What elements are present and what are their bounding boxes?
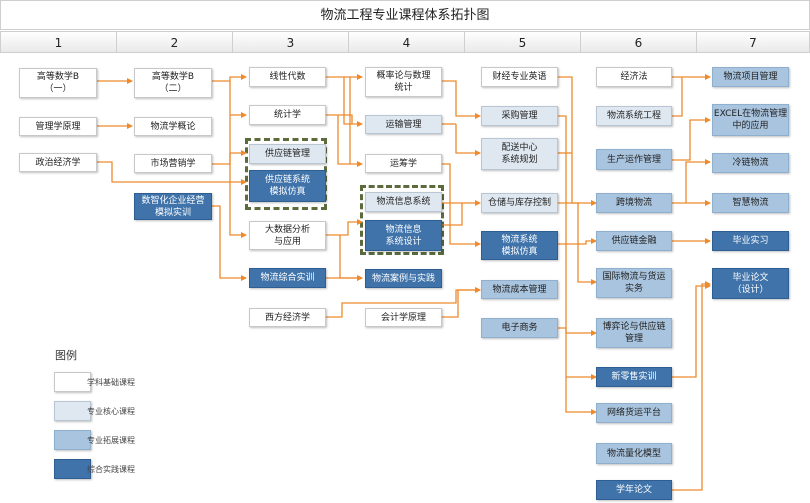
edge-caijing-kuajing	[558, 76, 597, 206]
course-xianxing[interactable]: 线性代数	[249, 67, 326, 87]
course-peisong[interactable]: 配送中心 系统规划	[481, 138, 558, 170]
edge-yunchou-wlxtfz	[442, 163, 481, 247]
edge-gaoshu2-dashuju	[229, 115, 247, 238]
course-boyi[interactable]: 博弈论与供应链 管理	[596, 318, 672, 348]
edge-zhengzhi-gylfz	[97, 161, 247, 185]
edge-xinls-biyelunwen	[672, 283, 711, 378]
edge-gaoshu2-xianxing	[212, 74, 247, 82]
legend-label-core: 专业核心课程	[87, 407, 135, 416]
course-zhengzhi[interactable]: 政治经济学	[19, 153, 97, 172]
legend-swatch-ext	[54, 430, 91, 450]
course-wlxtgc[interactable]: 物流系统工程	[596, 106, 672, 126]
edge-wlxtfz-gyljr	[558, 238, 597, 245]
course-zhihui[interactable]: 智慧物流	[712, 193, 789, 213]
course-lengl[interactable]: 冷链物流	[712, 153, 789, 173]
edge-dianzi-wangluo	[565, 377, 597, 415]
edge-yunshu-peisong	[455, 124, 481, 156]
course-gaoshu2[interactable]: 高等数学B （二）	[134, 68, 212, 98]
edge-shichang-gylgl	[212, 150, 247, 165]
course-yunchou[interactable]: 运筹学	[365, 154, 442, 173]
course-wangluo[interactable]: 网络货运平台	[596, 403, 672, 423]
column-header-5: 5	[464, 31, 581, 53]
course-jingjifa[interactable]: 经济法	[596, 67, 672, 87]
edge-kuaiji-chengben	[442, 287, 481, 318]
legend-label-prac: 综合实践课程	[87, 465, 135, 474]
course-kuajing[interactable]: 跨境物流	[596, 193, 672, 213]
edge-tongji-yunshu	[326, 114, 353, 124]
edge-caigou-boyi	[558, 115, 597, 336]
column-header-4: 4	[348, 31, 465, 53]
course-guoji[interactable]: 国际物流与货运 实务	[596, 268, 672, 298]
course-anli[interactable]: 物流案例与实践	[365, 269, 442, 288]
edge-dashuju-wlxxsj	[326, 219, 363, 236]
course-caijing[interactable]: 财经专业英语	[481, 67, 558, 87]
course-xinls[interactable]: 新零售实训	[596, 367, 672, 387]
edge-xianxing-yunshu	[343, 77, 363, 127]
course-biyeshixi[interactable]: 毕业实习	[712, 231, 789, 251]
course-xifang[interactable]: 西方经济学	[249, 308, 326, 327]
course-shichang[interactable]: 市场营销学	[134, 154, 212, 173]
legend-label-basic: 学科基础课程	[87, 378, 135, 387]
edge-dianzi-xinls	[558, 327, 597, 380]
column-header-3: 3	[232, 31, 349, 53]
course-dashuju[interactable]: 大数据分析 与应用	[249, 221, 326, 250]
course-gylfz[interactable]: 供应链系统 模拟仿真	[249, 170, 326, 202]
course-biyelunwen[interactable]: 毕业论文 （设计）	[712, 268, 789, 299]
course-gailv[interactable]: 概率论与数理 统计	[365, 67, 442, 97]
legend-swatch-core	[54, 401, 91, 421]
course-chengben[interactable]: 物流成本管理	[481, 280, 558, 299]
course-shengchan[interactable]: 生产运作管理	[596, 149, 672, 170]
course-gylgl[interactable]: 供应链管理	[249, 144, 326, 164]
course-cangchu[interactable]: 仓储与库存控制	[481, 193, 558, 213]
legend-title: 图例	[55, 349, 77, 362]
course-wlxtfz[interactable]: 物流系统 模拟仿真	[481, 231, 558, 260]
edge-gaoshu2-tongji	[229, 81, 247, 118]
course-dianzi[interactable]: 电子商务	[481, 318, 558, 338]
edge-shengchan-excel	[672, 117, 711, 161]
course-shuzhi[interactable]: 数智化企业经营 模拟实训	[134, 193, 212, 220]
course-excel[interactable]: EXCEL在物流管理 中的应用	[712, 104, 789, 136]
course-gaoshu1[interactable]: 高等数学B （一）	[19, 68, 97, 98]
course-kuaiji[interactable]: 会计学原理	[365, 308, 442, 327]
course-wlxmgl[interactable]: 物流项目管理	[712, 67, 789, 87]
edge-kuajing-lengl	[672, 159, 711, 204]
edge-tongji-yunchou	[337, 115, 363, 167]
course-xuenian[interactable]: 学年论文	[596, 480, 672, 500]
course-wlzhsx[interactable]: 物流综合实训	[249, 268, 326, 288]
course-yunshu[interactable]: 运输管理	[365, 115, 442, 134]
edge-dashuju-anli	[339, 235, 363, 281]
course-wlxxxt[interactable]: 物流信息系统	[365, 192, 442, 212]
course-lianghua[interactable]: 物流量化模型	[596, 443, 672, 464]
course-wlxgl[interactable]: 物流学概论	[134, 117, 212, 136]
legend-label-ext: 专业拓展课程	[87, 436, 135, 445]
course-guanlixue[interactable]: 管理学原理	[19, 117, 97, 136]
edge-cangchu-guoji	[558, 202, 597, 285]
edge-wlxtgc-wlxmgl	[672, 77, 683, 117]
course-tongji[interactable]: 统计学	[249, 105, 326, 125]
legend-swatch-basic	[54, 372, 91, 392]
course-caigou[interactable]: 采购管理	[481, 106, 558, 126]
legend-swatch-prac	[54, 459, 91, 479]
edge-xuenian-biyelunwen	[672, 281, 711, 491]
course-wlxxsj[interactable]: 物流信息 系统设计	[365, 220, 442, 251]
edge-gailv-caigou	[442, 80, 481, 119]
edge-shuzhi-wlzhsx	[212, 205, 247, 281]
course-gyljr[interactable]: 供应链金融	[596, 231, 672, 251]
edge-wlxxsj-cangchu	[442, 203, 463, 226]
